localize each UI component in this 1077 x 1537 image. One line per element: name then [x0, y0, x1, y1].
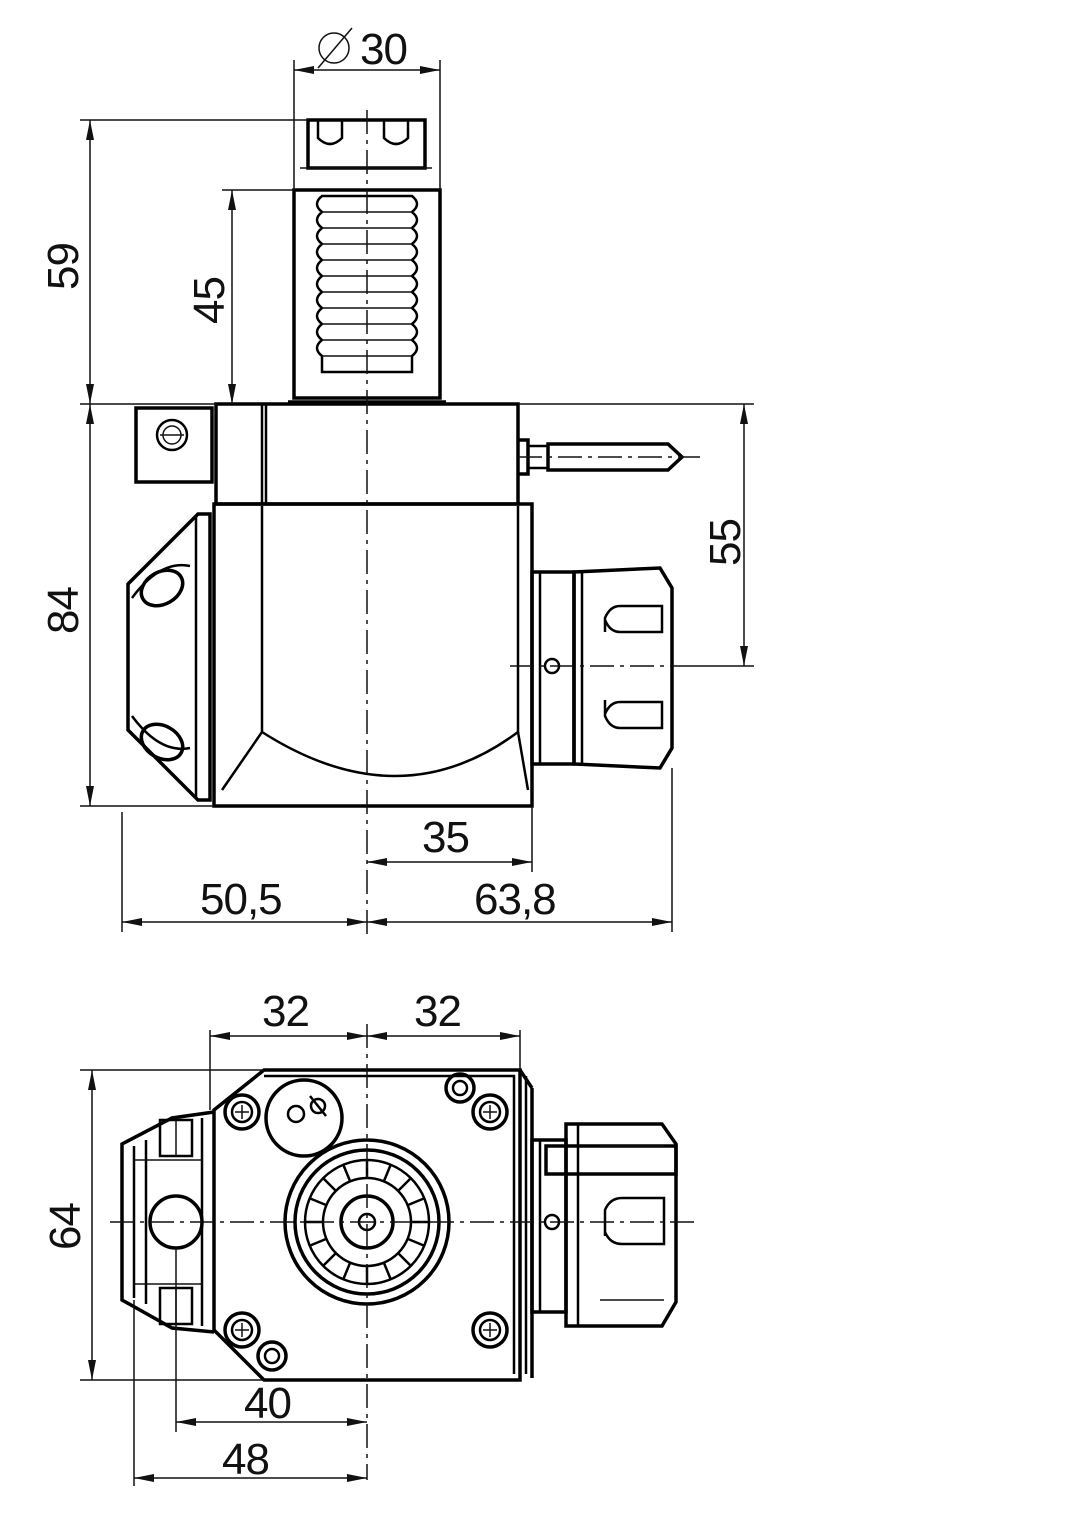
upper-housing — [134, 402, 700, 506]
dim-width-right-label: 63,8 — [474, 875, 556, 924]
dim-height-total: 59 — [39, 119, 308, 405]
right-top-collet — [530, 1122, 678, 1328]
dim-offset-40-label: 40 — [244, 1379, 291, 1428]
dim-height-top-label: 64 — [41, 1203, 90, 1250]
dim-height-spindle: 55 — [518, 403, 754, 667]
dim-width-left-label: 50,5 — [200, 875, 282, 924]
coolant-port — [264, 1078, 344, 1158]
dim-height-body-label: 84 — [39, 587, 88, 634]
dim-top-left-label: 32 — [262, 987, 309, 1036]
dim-offset-48-label: 48 — [222, 1435, 269, 1484]
dim-height-spindle-label: 55 — [701, 519, 750, 566]
diameter-symbol — [317, 27, 353, 69]
dim-width-top: 32 32 — [209, 987, 521, 1110]
dim-height-total-label: 59 — [39, 243, 88, 290]
dim-offset-spindle: 35 — [367, 806, 533, 872]
dim-height-shank-label: 45 — [185, 277, 234, 324]
dim-diameter-label: 30 — [360, 25, 407, 74]
dim-height-body: 84 — [39, 404, 214, 807]
dim-height-top: 64 — [41, 1069, 264, 1381]
dim-top-right-label: 32 — [414, 987, 461, 1036]
side-view: 30 59 45 84 55 — [39, 25, 754, 936]
top-collet-nut — [300, 118, 432, 170]
screws — [223, 1072, 509, 1372]
top-view: 32 32 64 40 48 — [41, 987, 696, 1486]
dim-offset-spindle-label: 35 — [422, 813, 469, 862]
right-collet — [510, 566, 690, 770]
dim-diameter: 30 — [293, 25, 441, 190]
dim-offset-48: 48 — [133, 1300, 367, 1486]
dim-width-side: 50,5 63,8 — [121, 768, 673, 932]
dim-height-shank: 45 — [185, 189, 294, 404]
lower-housing — [126, 502, 534, 808]
dim-offset-40: 40 — [175, 1248, 367, 1432]
